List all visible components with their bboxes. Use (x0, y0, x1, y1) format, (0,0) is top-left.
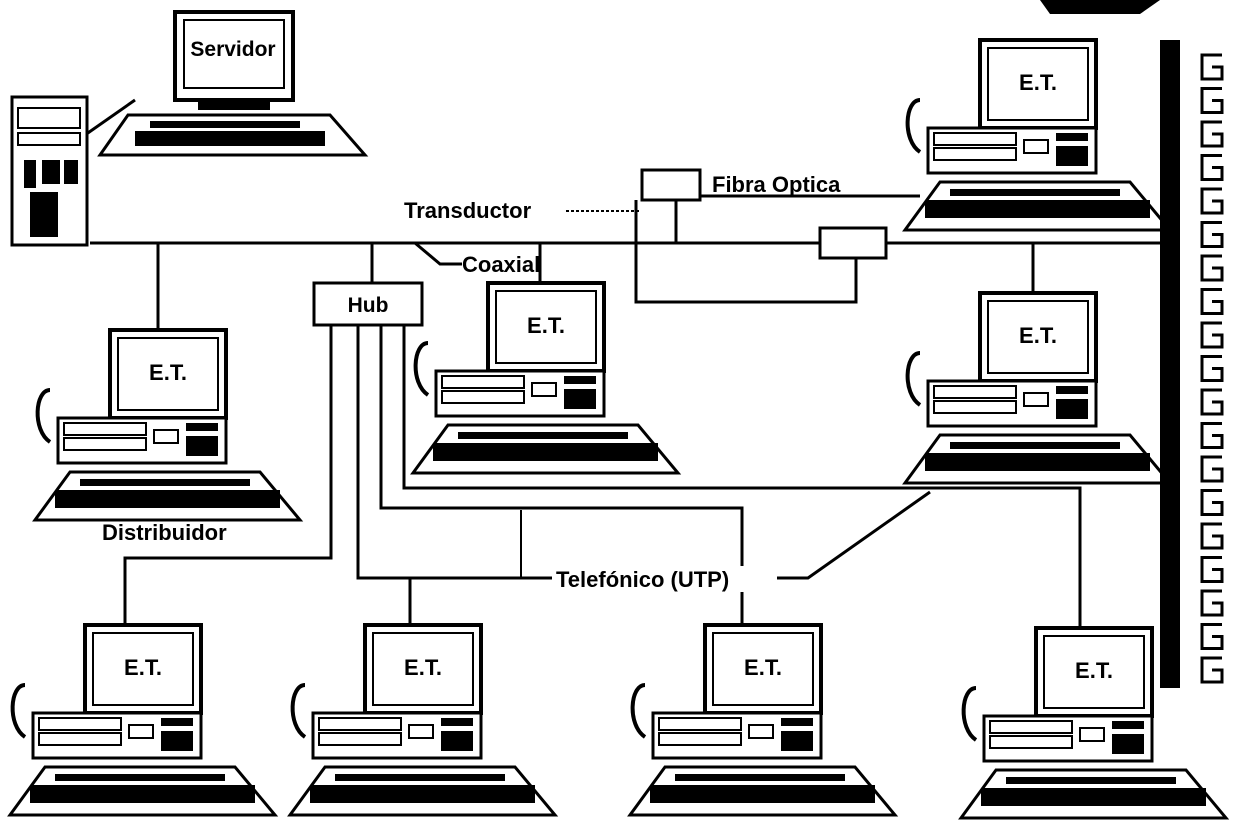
et-label: E.T. (1019, 70, 1057, 95)
rack-connectors (1202, 55, 1222, 682)
workstation-et-left-middle: E.T. (35, 330, 300, 520)
rack-connector (1202, 290, 1222, 314)
distribuidor-label: Distribuidor (102, 520, 227, 545)
rack-connector (1202, 424, 1222, 448)
rack-connector (1202, 625, 1222, 649)
hub-label: Hub (348, 294, 389, 317)
et-label: E.T. (744, 655, 782, 680)
et-label: E.T. (1019, 323, 1057, 348)
workstation-et-top-right: E.T. (905, 40, 1170, 230)
rack-connector (1202, 323, 1222, 347)
workstation-et-bottom-4: E.T. (961, 628, 1226, 818)
server-tower (12, 97, 87, 245)
rack-connector (1202, 223, 1222, 247)
et-label: E.T. (527, 313, 565, 338)
rack-connector (1202, 390, 1222, 414)
servidor-label: Servidor (190, 38, 275, 61)
rack-connector (1202, 357, 1222, 381)
rack-connector (1202, 457, 1222, 481)
transductor-box-2 (820, 228, 886, 258)
hub-box: Hub (314, 283, 422, 325)
telefonico-label: Telefónico (UTP) (556, 567, 729, 592)
et-label: E.T. (124, 655, 162, 680)
server-monitor: Servidor (175, 12, 293, 110)
fibra-optica-label: Fibra Optica (712, 172, 841, 197)
workstation-et-bottom-1: E.T. (10, 625, 275, 815)
server-keyboard (100, 115, 365, 155)
corner-device (1040, 0, 1160, 14)
coaxial-label: Coaxial (462, 252, 540, 277)
transductor-label: Transductor (404, 198, 532, 223)
rack-connector (1202, 658, 1222, 682)
workstation-et-right-middle: E.T. (905, 293, 1170, 483)
transductor-box-1 (642, 170, 700, 200)
et-label: E.T. (404, 655, 442, 680)
rack-connector (1202, 89, 1222, 113)
rack-connector (1202, 55, 1222, 79)
rack-connector (1202, 558, 1222, 582)
rack-connector (1202, 122, 1222, 146)
workstation-et-bottom-3: E.T. (630, 625, 895, 815)
rack-connector (1202, 256, 1222, 280)
coaxial-leader (415, 243, 462, 264)
rack-connector (1202, 491, 1222, 515)
workstation-et-center: E.T. (413, 283, 678, 473)
rack-connector (1202, 189, 1222, 213)
et-label: E.T. (1075, 658, 1113, 683)
distribution-bar (1160, 40, 1180, 688)
rack-connector (1202, 524, 1222, 548)
et-label: E.T. (149, 360, 187, 385)
rack-connector (1202, 156, 1222, 180)
rack-connector (1202, 591, 1222, 615)
workstation-et-bottom-2: E.T. (290, 625, 555, 815)
